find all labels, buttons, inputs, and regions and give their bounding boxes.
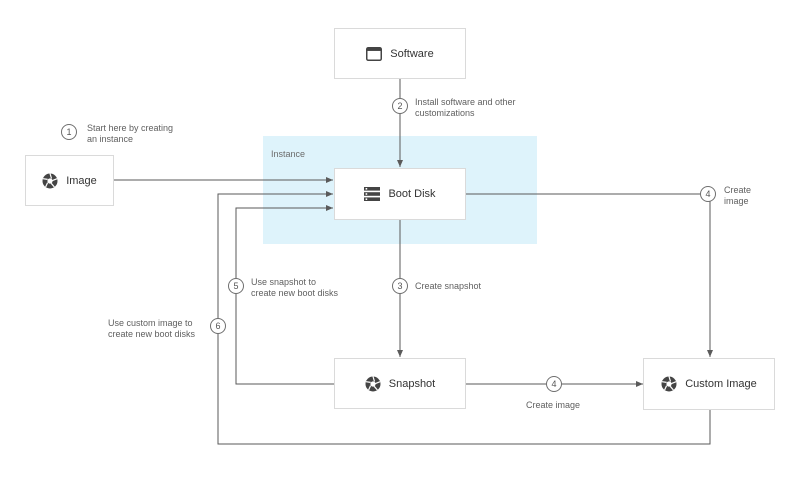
edge-snapshot-to-bootdisk	[235, 205, 334, 385]
instance-region-label: Instance	[271, 149, 306, 159]
image-label: Image	[66, 174, 97, 187]
step-3-marker: 3	[392, 278, 408, 294]
step-1-note: Start here by creating an instance	[87, 123, 174, 144]
browser-window-icon	[366, 46, 383, 61]
custom-image-label: Custom Image	[685, 378, 757, 390]
boot-disk-label: Boot Disk	[388, 188, 436, 200]
step-1-marker: 1	[61, 124, 77, 140]
boot-disk-node[interactable]: Boot Disk	[334, 168, 466, 220]
step-6-marker: 6	[210, 318, 226, 334]
step-4-note-snapshot: Create image	[526, 400, 581, 410]
camera-shutter-icon	[365, 375, 381, 392]
step-4-marker-bootdisk: 4	[700, 186, 716, 202]
step-6-note: Use custom image to create new boot disk…	[108, 318, 196, 339]
step-5-note: Use snapshot to create new boot disks	[251, 277, 339, 298]
software-label: Software	[390, 47, 434, 60]
step-2-marker: 2	[392, 98, 408, 114]
step-3-note: Create snapshot	[415, 281, 482, 291]
camera-shutter-icon	[42, 172, 58, 189]
camera-shutter-icon	[661, 376, 677, 392]
storage-list-icon	[364, 187, 381, 201]
snapshot-node[interactable]: Snapshot	[334, 358, 466, 409]
step-4-note-bootdisk: Create image	[724, 185, 752, 206]
edge-bootdisk-to-customimage	[466, 193, 713, 357]
step-4-marker-snapshot: 4	[546, 376, 562, 392]
image-node[interactable]: Image	[25, 155, 114, 206]
step-5-marker: 5	[228, 278, 244, 294]
step-2-note: Install software and other customization…	[415, 97, 516, 118]
software-node[interactable]: Software	[334, 28, 466, 79]
custom-image-node[interactable]: Custom Image	[643, 358, 775, 410]
snapshot-label: Snapshot	[388, 377, 436, 390]
edge-customimage-to-bootdisk	[217, 191, 711, 445]
